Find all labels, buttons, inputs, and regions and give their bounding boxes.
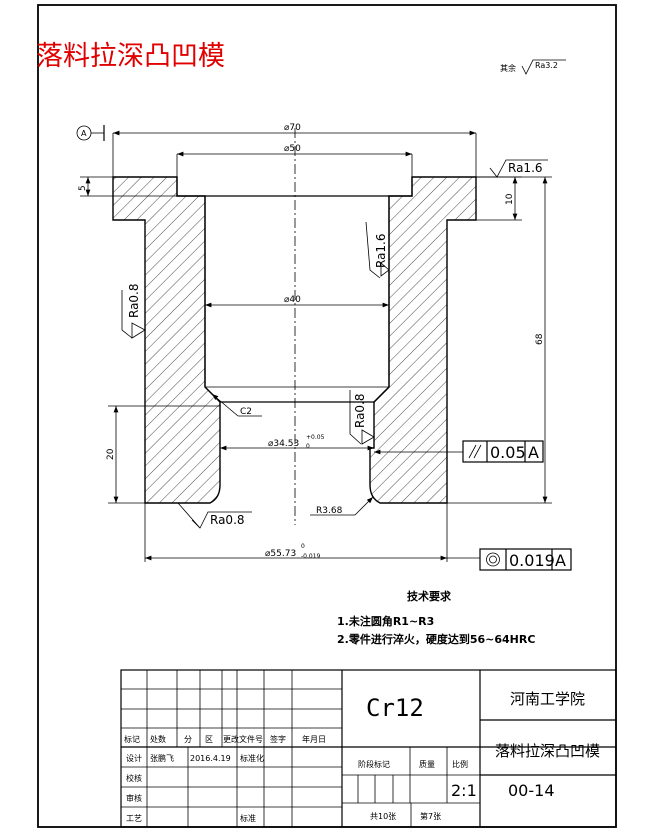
drawing-title: 落料拉深凸凹模 (36, 41, 225, 72)
dim-d50: ⌀50 (284, 144, 301, 154)
dim-radius: R3.68 (316, 506, 343, 516)
scale-label: 比例 (452, 759, 468, 769)
std-label: 标准化 (240, 753, 264, 763)
technical-requirements: 技术要求 1.未注圆角R1~R3 2.零件进行淬火，硬度达到56~64HRC (337, 589, 535, 646)
roughness-marks: Ra1.6 Ra1.6 Ra0.8 Ra0.8 Ra0.8 (121, 159, 548, 529)
rev-header-count: 处数 (150, 734, 166, 744)
roughness-inner: Ra1.6 (374, 233, 388, 268)
rev-header-mark: 标记 (124, 734, 140, 744)
rev-header-docno: 更改文件号 (223, 734, 263, 744)
tolerance-concentric: 0.019 A (479, 548, 572, 571)
roughness-top-right: Ra1.6 (508, 161, 543, 175)
roughness-inner-low: Ra0.8 (353, 393, 367, 428)
designer-name: 张鹏飞 (150, 753, 174, 763)
weight-label: 质量 (419, 759, 435, 769)
concentric-datum: A (555, 551, 566, 570)
dim-h10: 10 (505, 193, 515, 205)
dim-d70: ⌀70 (284, 123, 301, 133)
design-label: 设计 (126, 753, 142, 763)
stage-label: 阶段标记 (358, 759, 390, 769)
dim-d55-tol-low: -0.019 (301, 553, 321, 560)
default-roughness-value: Ra3.2 (535, 61, 558, 70)
dim-d40: ⌀40 (284, 295, 301, 305)
concentric-value: 0.019 (509, 551, 555, 570)
rev-header-zone: 区 (205, 735, 213, 744)
tolerance-parallel: 0.05 A (374, 440, 544, 463)
process-label: 工艺 (126, 814, 142, 823)
parallel-value: 0.05 (490, 443, 526, 462)
dim-d34: ⌀34.53 (268, 439, 299, 449)
dim-chamfer: C2 (240, 407, 252, 417)
material: Cr12 (366, 694, 424, 722)
dimensions: A ⌀70 ⌀50 ⌀40 ⌀34.53 +0.05 0 ⌀55.73 0 -0… (76, 123, 552, 562)
requirements-heading: 技术要求 (407, 589, 452, 603)
section-left-half (112, 176, 221, 504)
rev-header-part: 分 (184, 735, 192, 744)
datum-letter: A (81, 129, 87, 138)
dim-d55: ⌀55.73 (265, 549, 296, 559)
check-label: 校核 (126, 773, 142, 783)
review-label: 审核 (126, 793, 142, 803)
design-date: 2016.4.19 (190, 754, 231, 763)
rev-header-date: 年月日 (302, 734, 326, 744)
school-name: 河南工学院 (510, 690, 585, 708)
dim-h5: 5 (78, 185, 88, 191)
section-right-half (369, 176, 477, 504)
part-name: 落料拉深凸凹模 (495, 742, 600, 760)
title-block: 标记 处数 分 区 更改文件号 签字 年月日 设计 张鹏飞 2016.4.19 … (120, 669, 617, 828)
drawing-number: 00-14 (508, 781, 555, 800)
rev-header-sign: 签字 (270, 734, 286, 744)
default-roughness-prefix: 其余 (500, 63, 516, 73)
dim-d34-tol-low: 0 (306, 443, 310, 450)
scale-value: 2:1 (451, 781, 477, 800)
requirement-2: 2.零件进行淬火，硬度达到56~64HRC (337, 632, 535, 646)
dim-h68: 68 (535, 333, 545, 345)
default-roughness: 其余 Ra3.2 (500, 59, 566, 75)
sheet-number: 第7张 (420, 811, 441, 821)
roughness-outer-left: Ra0.8 (127, 283, 141, 318)
requirement-1: 1.未注圆角R1~R3 (337, 614, 434, 628)
sheets-total: 共10张 (370, 812, 396, 821)
dim-d55-tol-up: 0 (301, 543, 305, 550)
dim-h20: 20 (106, 448, 116, 460)
dim-d34-tol: +0.05 (306, 434, 325, 441)
part-section (112, 128, 477, 525)
roughness-bottom: Ra0.8 (210, 513, 245, 527)
parallel-datum: A (528, 443, 539, 462)
approve-label: 标准 (240, 813, 256, 823)
